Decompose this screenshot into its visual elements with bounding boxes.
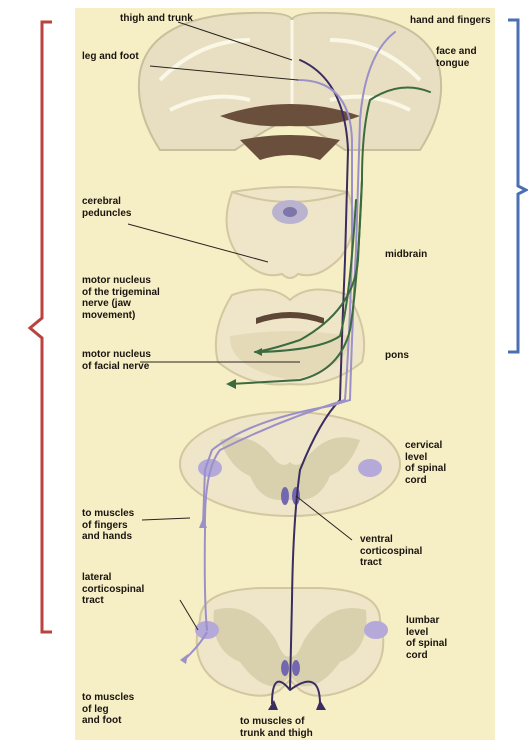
left-red-bracket — [30, 22, 52, 632]
label-motor-trigeminal: motor nucleus of the trigeminal nerve (j… — [82, 275, 160, 321]
label-cervical-level: cervical level of spinal cord — [405, 440, 446, 486]
label-muscles-fingers: to muscles of fingers and hands — [82, 508, 134, 543]
label-muscles-leg: to muscles of leg and foot — [82, 692, 134, 727]
label-thigh-and-trunk: thigh and trunk — [120, 13, 193, 25]
label-ventral-tract: ventral corticospinal tract — [360, 534, 422, 569]
label-motor-facial: motor nucleus of facial nerve — [82, 349, 151, 372]
label-hand-and-fingers: hand and fingers — [410, 15, 491, 27]
cerebral-cortex-section — [139, 13, 441, 160]
label-face-and-tongue: face and tongue — [436, 46, 477, 69]
right-blue-bracket — [508, 20, 526, 352]
label-muscles-trunk: to muscles of trunk and thigh — [240, 716, 313, 739]
label-cerebral-peduncles: cerebral peduncles — [82, 196, 131, 219]
label-leg-and-foot: leg and foot — [82, 51, 139, 63]
midbrain-section — [227, 187, 354, 278]
label-lateral-tract: lateral corticospinal tract — [82, 572, 144, 607]
label-lumbar-level: lumbar level of spinal cord — [406, 615, 447, 661]
label-pons: pons — [385, 350, 409, 362]
label-midbrain: midbrain — [385, 249, 427, 261]
